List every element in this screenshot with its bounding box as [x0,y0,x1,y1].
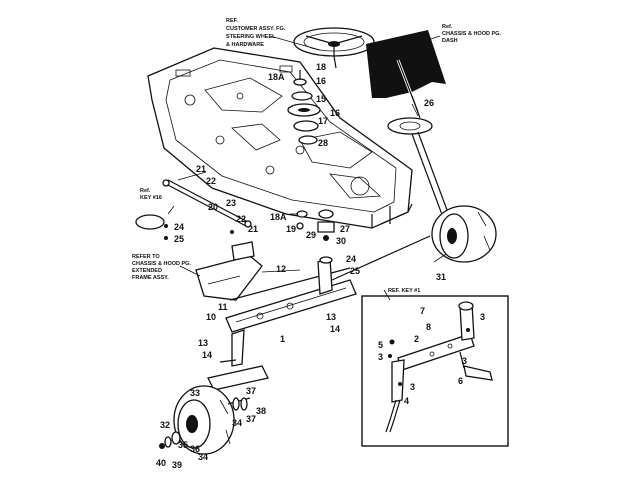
label-3: 3 [410,382,415,392]
inset-labels: 7 8 3 2 5 3 3 6 3 4 [378,306,485,406]
label-21: 21 [248,224,258,234]
label-14: 14 [330,324,340,334]
inset-key1-box [361,295,509,447]
label-35: 35 [178,440,188,450]
note-chassis-dash: Ref. CHASSIS & HOOD PG. DASH [442,24,501,44]
extended-frame-bracket [195,241,263,301]
drag-link [135,179,252,240]
label-2: 2 [414,334,419,344]
label-34: 34 [198,452,208,462]
label-37: 37 [246,386,256,396]
label-3: 3 [378,352,383,362]
label-25: 25 [174,234,184,244]
label-18: 18 [316,62,326,72]
tie-rod-plate [207,365,269,391]
label-8: 8 [426,322,431,332]
label-31: 31 [436,272,446,282]
label-18a: 18A [270,212,287,222]
label-37: 37 [246,414,256,424]
label-24: 24 [346,254,356,264]
note-line: DASH [442,38,458,44]
label-27: 27 [340,224,350,234]
label-28: 28 [318,138,328,148]
label-20: 20 [208,202,218,212]
label-22: 22 [206,176,216,186]
label-3: 3 [462,356,467,366]
label-23: 23 [226,198,236,208]
steering-shaft [387,95,451,221]
front-axle [219,235,431,367]
label-4: 4 [404,396,409,406]
leader-lines [167,35,447,301]
left-front-wheel [159,385,251,455]
note-line: REF. [226,18,238,24]
note-line: & HARDWARE [226,42,264,48]
label-16: 16 [330,108,340,118]
label-16: 16 [316,76,326,86]
right-front-wheel [431,205,497,263]
note-line: REFER TO [132,254,160,260]
steering-wheel [293,27,375,69]
label-29: 29 [306,230,316,240]
label-19: 19 [286,224,296,234]
note-line: Ref. [140,188,151,194]
label-17: 17 [318,116,328,126]
part-labels: 18 18A 16 15 16 17 28 26 21 22 20 23 24 … [156,62,446,470]
note-line: KEY #16 [140,195,162,201]
inset-title: REF. KEY #1 [388,288,420,294]
label-10: 10 [206,312,216,322]
note-line: CUSTOMER ASSY. FG. [226,26,286,32]
label-30: 30 [336,236,346,246]
label-11: 11 [218,302,228,312]
chassis-frame [147,47,413,229]
note-key16: Ref. KEY #16 [140,188,162,201]
note-line: FRAME ASSY. [132,275,169,281]
label-13: 13 [326,312,336,322]
note-line: Ref. [442,24,453,30]
label-26: 26 [424,98,434,108]
label-39: 39 [172,460,182,470]
note-line: CHASSIS & HOOD PG. [132,261,191,267]
label-14: 14 [202,350,212,360]
label-13: 13 [198,338,208,348]
label-3: 3 [480,312,485,322]
label-15: 15 [316,94,326,104]
label-21: 21 [196,164,206,174]
label-1: 1 [280,334,285,344]
label-12: 12 [276,264,286,274]
label-32: 32 [160,420,170,430]
note-line: EXTENDED [132,268,162,274]
steering-gear-stack [287,70,321,145]
label-6: 6 [458,376,463,386]
note-extended-frame: REFER TO CHASSIS & HOOD PG. EXTENDED FRA… [132,254,191,281]
label-22: 22 [236,214,246,224]
label-40: 40 [156,458,166,468]
note-steering: REF. CUSTOMER ASSY. FG. STEERING WHEEL &… [226,18,286,48]
label-33: 33 [190,388,200,398]
note-line: STEERING WHEEL [226,34,276,40]
pitman-assembly [296,209,335,241]
label-18a: 18A [268,72,285,82]
label-5: 5 [378,340,383,350]
note-line: CHASSIS & HOOD PG. [442,31,501,37]
label-25: 25 [350,266,360,276]
label-36: 36 [190,444,200,454]
label-34: 34 [232,418,242,428]
label-7: 7 [420,306,425,316]
label-38: 38 [256,406,266,416]
label-24: 24 [174,222,184,232]
